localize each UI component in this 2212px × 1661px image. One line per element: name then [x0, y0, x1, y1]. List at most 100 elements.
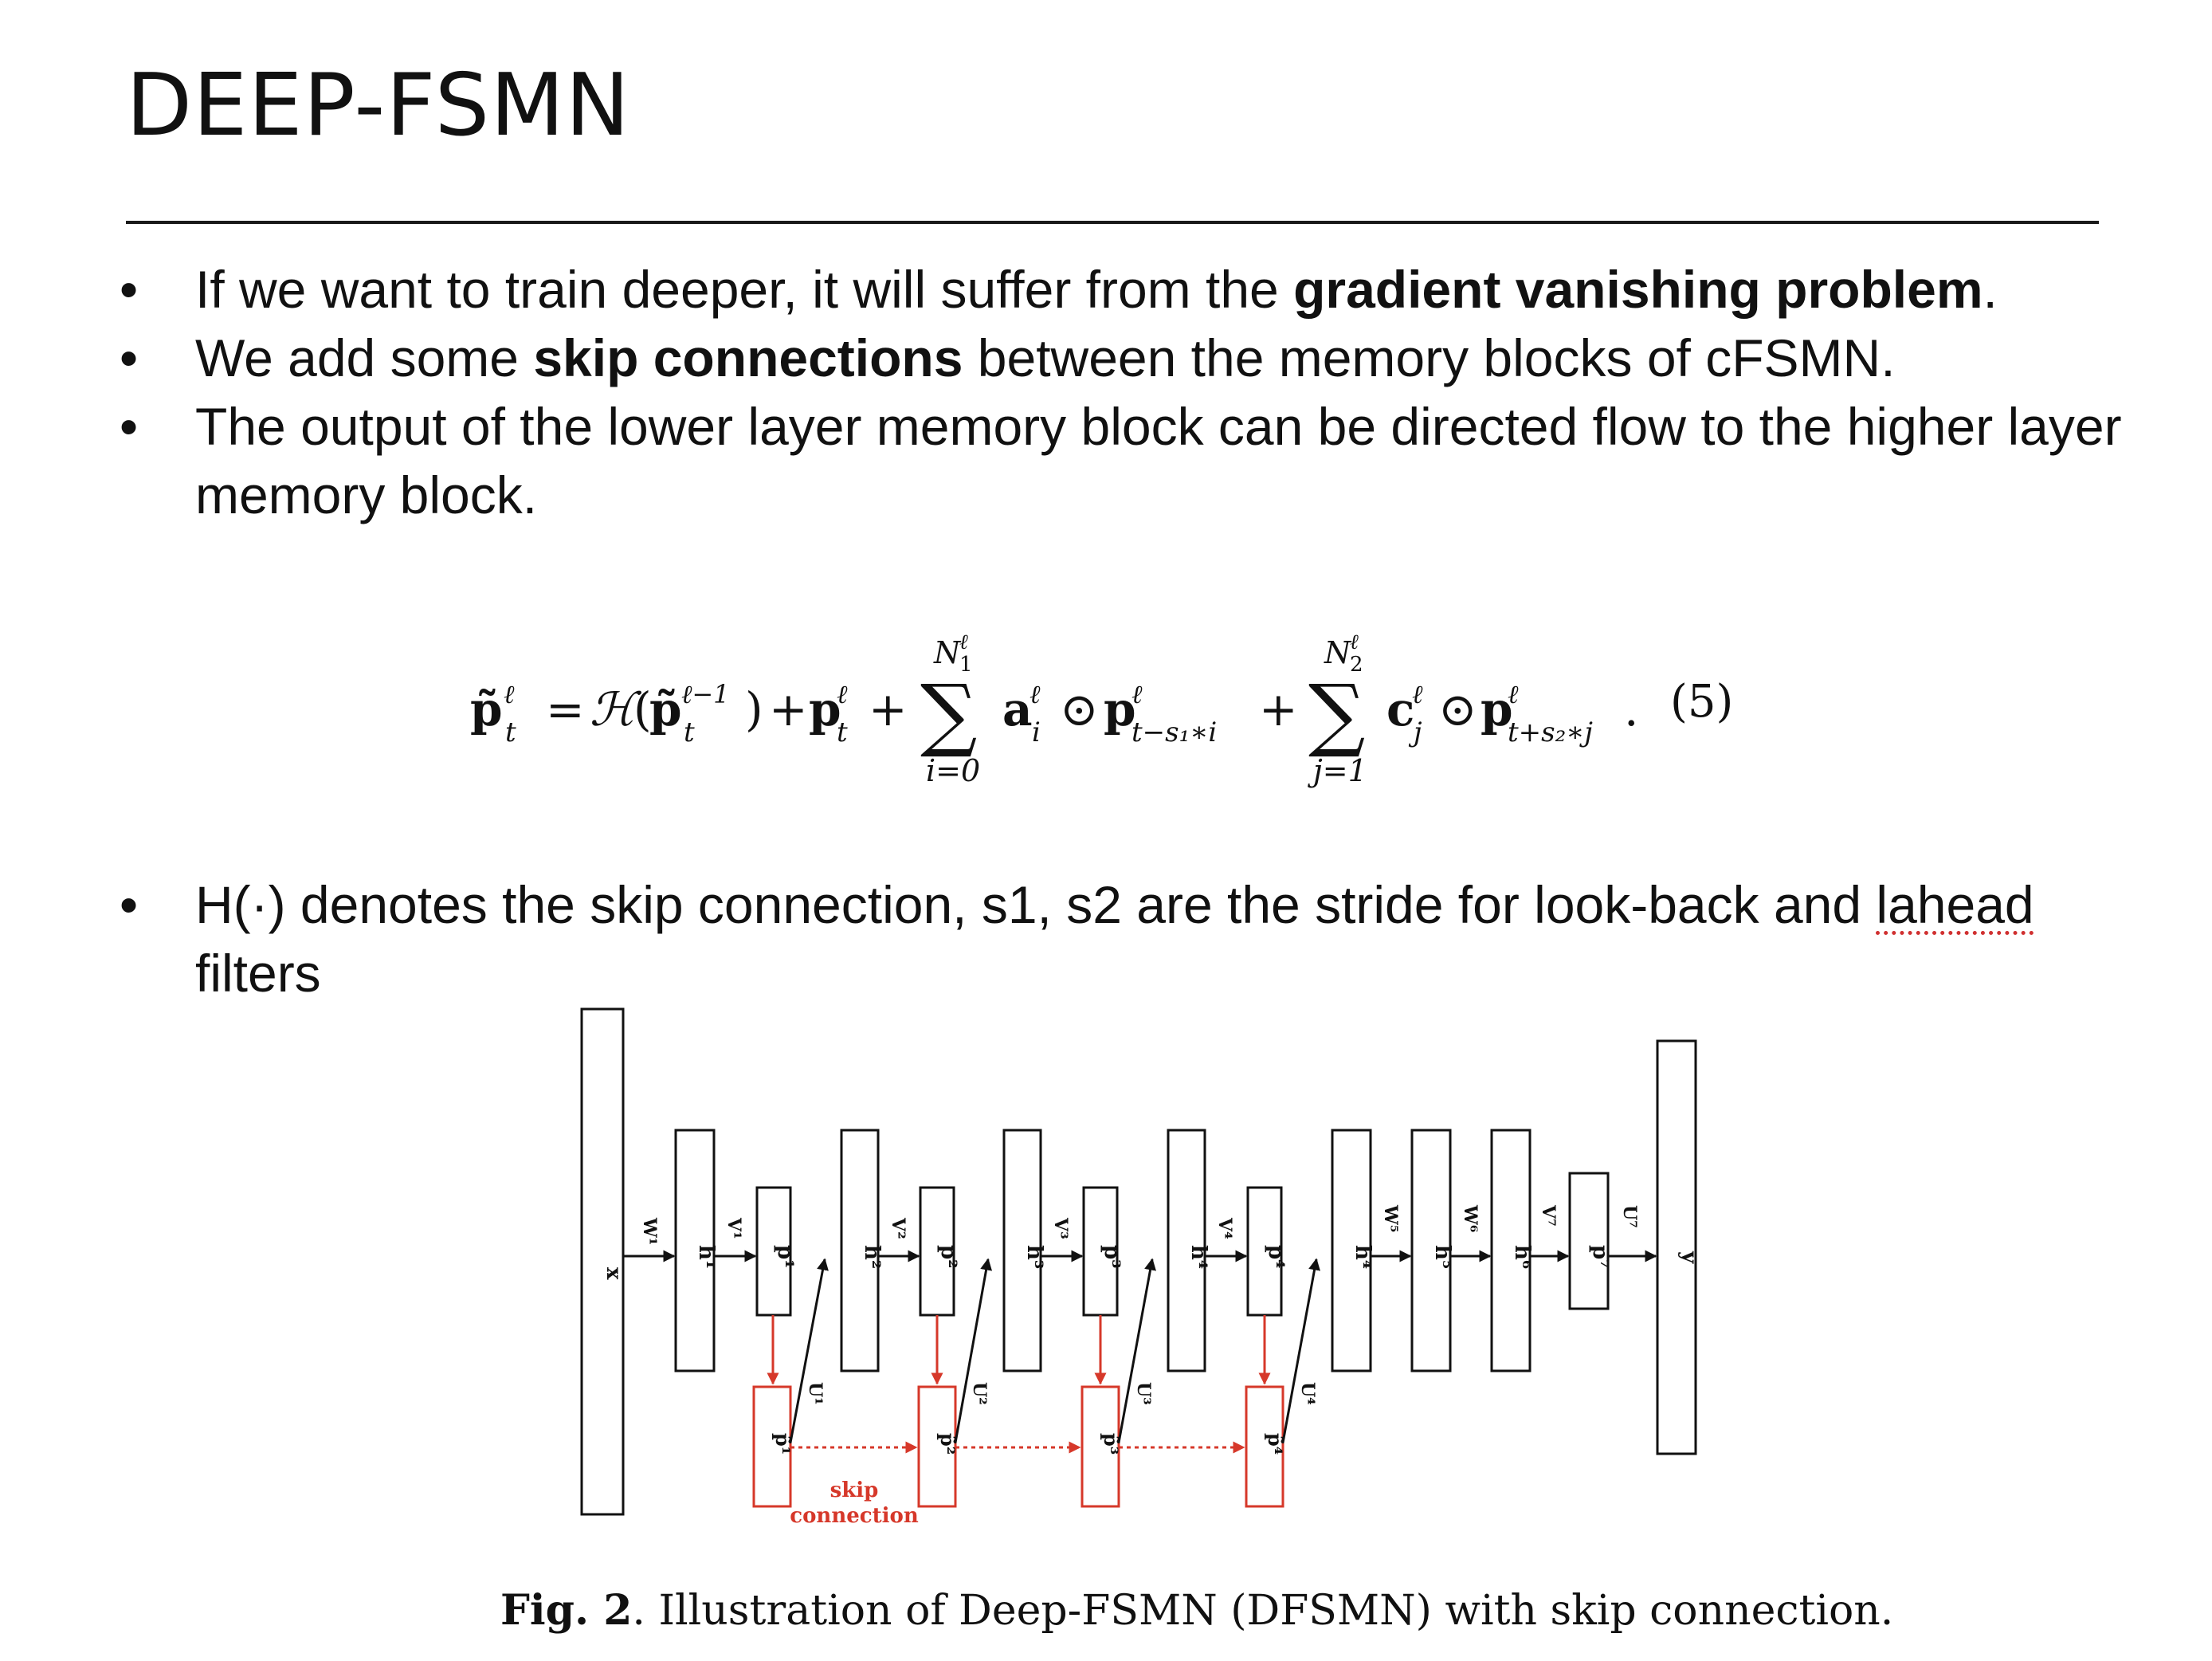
eq-a: a [1002, 682, 1033, 736]
bullet-text-end: filters [195, 944, 321, 1003]
hidden-label-3: h³ [1022, 1245, 1046, 1269]
sum2-upper-sub: 2 [1350, 653, 1363, 677]
hidden-block-5 [1331, 1129, 1372, 1372]
up-label-U2: U² [969, 1382, 990, 1405]
eq-c: c [1386, 682, 1414, 736]
arrow-label-U7: U⁷ [1619, 1205, 1640, 1228]
dfsmn-figure: x y h¹ p¹ h² p² h³ p³ h⁴ p⁴ h⁴ h⁵ h⁶ p⁷ … [580, 1007, 1701, 1528]
up-label-U1: U¹ [805, 1382, 826, 1405]
eq-sub: t [837, 717, 848, 748]
eq-sup: ℓ [1030, 679, 1041, 709]
eq-sup: ℓ [1131, 679, 1143, 709]
hidden-block-3 [1002, 1129, 1042, 1372]
eq-lparen: ( [633, 682, 652, 736]
eq-p2: p [809, 682, 841, 736]
arrow-label-V3: V³ [1050, 1217, 1071, 1239]
bullet-glyph: • [120, 397, 139, 456]
eq-H: ℋ [590, 682, 642, 736]
proj-label-1: p¹ [773, 1245, 797, 1269]
hidden-block-7 [1490, 1129, 1532, 1372]
hidden-label-6: h⁵ [1430, 1245, 1454, 1269]
eq-sub: t [505, 717, 516, 748]
bullet-text: The output of the lower layer memory blo… [195, 397, 2122, 524]
eq-lhs: p̃ [470, 682, 503, 736]
sum1-sigma: ∑ [920, 667, 977, 760]
sum1-upper-sup: ℓ [959, 630, 968, 654]
proj-label-7: p⁷ [1588, 1245, 1612, 1269]
eq-sup: ℓ [1412, 679, 1423, 709]
sum2-upper-sup: ℓ [1350, 630, 1359, 654]
misspelled-word: lahead [1876, 875, 2034, 934]
skip-block-4 [1245, 1385, 1284, 1508]
bullet-item: • If we want to train deeper, it will su… [120, 255, 2143, 324]
bullet-text: H(·) denotes the skip connection, s1, s2… [195, 875, 1877, 934]
eq-sup: ℓ [837, 679, 848, 709]
bullet-glyph: • [120, 260, 139, 319]
bullet-list-2: • H(·) denotes the skip connection, s1, … [120, 870, 2143, 1007]
eq-p4: p [1481, 682, 1513, 736]
eq-equals: = [546, 682, 585, 736]
sum2-upper: N [1324, 635, 1352, 670]
eq-sup: ℓ [504, 679, 515, 709]
eq-rparen: ) [745, 682, 763, 736]
eq-sup: ℓ [1508, 679, 1519, 709]
eq-odot: ⊙ [1438, 682, 1477, 736]
caption-label: Fig. 2 [500, 1586, 633, 1635]
bullet-bold: gradient vanishing problem [1293, 260, 1983, 319]
arrow-label-V7: V⁷ [1538, 1204, 1559, 1227]
eq-sub: i [1032, 717, 1041, 748]
hidden-label-4: h⁴ [1186, 1245, 1210, 1269]
sum1-upper-sub: 1 [959, 653, 973, 677]
skip-caption-line1: skip [830, 1478, 879, 1502]
eq-plus: + [1259, 682, 1298, 736]
equation-number: (5) [1670, 676, 1734, 728]
arrow-label-W1: W¹ [639, 1217, 660, 1245]
arrow-label-W5: W⁵ [1380, 1204, 1401, 1232]
output-label: y [1677, 1251, 1701, 1264]
bullet-glyph: • [120, 328, 139, 387]
proj-label-2: p² [936, 1245, 960, 1269]
arrow-label-V4: V⁴ [1214, 1217, 1235, 1239]
bullet-item: • H(·) denotes the skip connection, s1, … [120, 870, 2143, 1007]
input-block [580, 1007, 625, 1516]
skip-block-label-2: p̃² [936, 1433, 959, 1455]
bullet-text-end: . [1983, 260, 1998, 319]
up-label-U3: U³ [1133, 1382, 1154, 1405]
eq-p3: p [1104, 682, 1136, 736]
eq-period: . [1624, 682, 1638, 736]
proj-label-3: p³ [1100, 1245, 1124, 1269]
eq-p1: p̃ [649, 682, 682, 736]
eq-sup: ℓ−1 [681, 679, 730, 709]
arrow-label-W6: W⁶ [1460, 1204, 1481, 1232]
title-divider [126, 221, 2099, 224]
sum2-sigma: ∑ [1308, 667, 1365, 760]
bullet-text: If we want to train deeper, it will suff… [195, 260, 1294, 319]
arrow-label-V1: V¹ [724, 1217, 744, 1239]
hidden-label-7: h⁶ [1510, 1245, 1534, 1269]
bullet-bold: skip connections [533, 328, 963, 387]
eq-plus: + [769, 682, 808, 736]
bullet-text-end: between the memory blocks of cFSMN. [963, 328, 1896, 387]
up-label-U4: U⁴ [1297, 1382, 1318, 1405]
output-block [1656, 1039, 1697, 1455]
skip-block-label-1: p̃¹ [771, 1433, 794, 1455]
bullet-list: • If we want to train deeper, it will su… [120, 255, 2143, 529]
skip-caption-line2: connection [790, 1504, 919, 1528]
skip-block-label-4: p̃⁴ [1264, 1433, 1287, 1455]
sum1-upper: N [933, 635, 962, 670]
bullet-item: • The output of the lower layer memory b… [120, 392, 2143, 529]
slide-title: DEEP-FSMN [126, 56, 631, 155]
figure-caption: Fig. 2. Illustration of Deep-FSMN (DFSMN… [500, 1586, 1893, 1635]
proj-block-7 [1568, 1172, 1610, 1310]
input-label: x [602, 1267, 626, 1280]
eq-sub: t [684, 717, 695, 748]
eq-sub-fwd: t+s₂∗j [1508, 717, 1593, 748]
hidden-block-1 [674, 1129, 716, 1372]
bullet-item: • We add some skip connections between t… [120, 324, 2143, 392]
proj-label-4: p⁴ [1264, 1245, 1288, 1269]
sum2-lower: j=1 [1308, 753, 1367, 788]
sum1-lower: i=0 [926, 753, 980, 788]
hidden-label-1: h¹ [694, 1245, 718, 1269]
eq-plus: + [869, 682, 908, 736]
hidden-label-2: h² [860, 1245, 884, 1269]
